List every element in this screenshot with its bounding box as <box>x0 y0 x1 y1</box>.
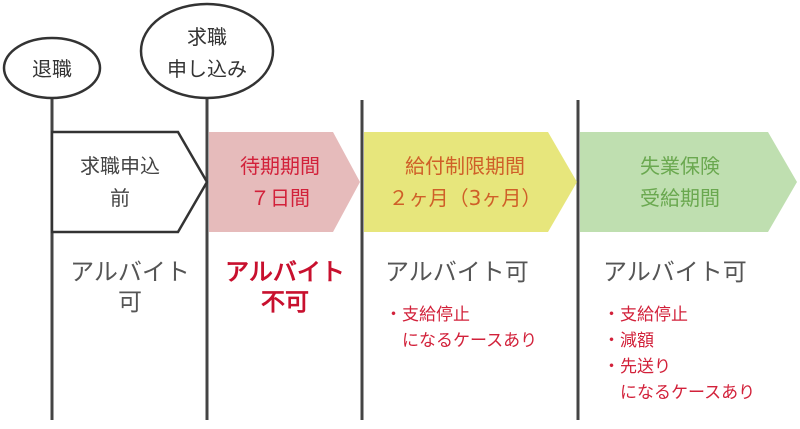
note-item: ・支給停止 <box>385 305 470 325</box>
phase-title: 給付制限期間 <box>405 154 525 178</box>
note-item: になるケースあり <box>385 331 537 351</box>
phase-title: ２ヶ月（3ヶ月） <box>389 186 542 210</box>
arubaito-status: アルバイト <box>225 258 345 286</box>
milestone-label: 退職 <box>32 57 72 81</box>
timeline-dividers <box>50 98 580 420</box>
phase-title: 待期期間 <box>240 154 320 178</box>
milestone-retirement: 退職 <box>2 36 102 100</box>
arubaito-status: 不可 <box>261 288 309 316</box>
milestone-job-application: 求職 申し込み <box>139 2 275 100</box>
phase-title: 求職申込 <box>80 154 160 178</box>
phase-arrow-restriction <box>364 132 577 232</box>
phase-arrow-benefit <box>580 132 797 232</box>
arubaito-status: アルバイト可 <box>385 258 529 286</box>
phase-arrow-before-application <box>50 130 209 234</box>
arubaito-status: アルバイト <box>70 258 190 286</box>
phase-title: 失業保険 <box>640 154 720 178</box>
milestone-label: 申し込み <box>167 57 247 81</box>
milestone-label: 求職 <box>187 25 227 49</box>
phase-title: 受給期間 <box>640 186 720 210</box>
arubaito-status: アルバイト可 <box>603 258 747 286</box>
phase-title: ７日間 <box>250 186 310 210</box>
note-item: ・先送り <box>603 357 671 377</box>
note-item: ・減額 <box>603 331 654 351</box>
note-item: になるケースあり <box>603 383 755 403</box>
note-item: ・支給停止 <box>603 305 688 325</box>
arubaito-status: 可 <box>118 288 142 316</box>
phase-title: 前 <box>110 186 130 210</box>
phase-arrow-waiting <box>209 132 360 232</box>
